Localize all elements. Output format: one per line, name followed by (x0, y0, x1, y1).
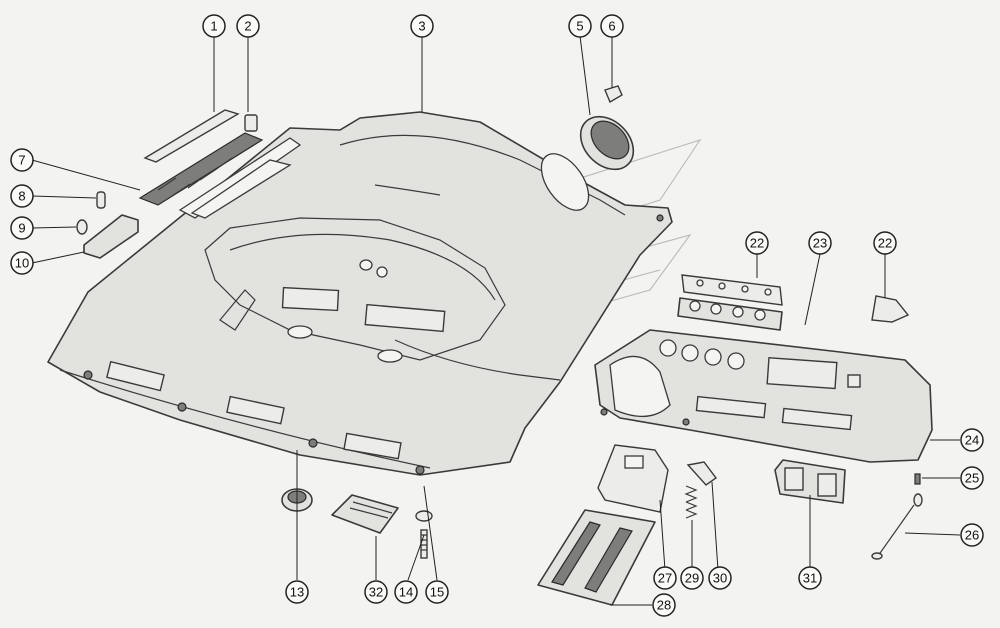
callout-label: 24 (965, 433, 979, 448)
callout-15: 15 (425, 580, 449, 604)
callout-label: 7 (18, 153, 25, 168)
screw-and-wire (871, 473, 923, 560)
lower-small-parts (281, 488, 433, 559)
callout-label: 2 (244, 19, 251, 34)
callout-9: 9 (10, 216, 34, 240)
callout-26: 26 (960, 523, 984, 547)
callout-22-right: 22 (873, 231, 897, 255)
callout-label: 10 (15, 256, 29, 271)
callout-23: 23 (808, 231, 832, 255)
callout-label: 23 (813, 236, 827, 251)
callout-label: 9 (18, 221, 25, 236)
callout-label: 27 (658, 571, 672, 586)
callout-22-left: 22 (745, 231, 769, 255)
callout-32: 32 (364, 580, 388, 604)
switch-block (774, 459, 846, 504)
callout-3: 3 (410, 14, 434, 38)
trim-strip (143, 109, 240, 163)
callout-label: 30 (713, 571, 727, 586)
callout-label: 25 (965, 471, 979, 486)
vent-grille (138, 132, 264, 206)
clip (244, 114, 258, 132)
ashtray-assembly (537, 444, 669, 606)
callout-30: 30 (708, 566, 732, 590)
callout-5: 5 (568, 14, 592, 38)
callout-28: 28 (652, 593, 676, 617)
callout-25: 25 (960, 466, 984, 490)
callout-2: 2 (236, 14, 260, 38)
callout-label: 15 (430, 585, 444, 600)
callout-10: 10 (10, 251, 34, 275)
callout-31: 31 (798, 566, 822, 590)
leader-lines (31, 35, 961, 606)
callout-label: 13 (290, 585, 304, 600)
callout-24: 24 (960, 428, 984, 452)
callout-27: 27 (653, 566, 677, 590)
spring-and-clip (684, 461, 717, 519)
callout-label: 3 (418, 19, 425, 34)
callout-label: 6 (608, 19, 615, 34)
callout-14: 14 (394, 580, 418, 604)
callout-label: 22 (750, 236, 764, 251)
callout-label: 14 (399, 585, 413, 600)
callout-1: 1 (202, 14, 226, 38)
callout-label: 8 (18, 189, 25, 204)
callout-label: 29 (685, 571, 699, 586)
callout-label: 26 (965, 528, 979, 543)
speaker-grille (579, 85, 635, 171)
small-parts-left (76, 191, 139, 259)
switch-plates (677, 274, 910, 331)
callout-13: 13 (285, 580, 309, 604)
callout-7: 7 (10, 148, 34, 172)
callout-29: 29 (680, 566, 704, 590)
callout-6: 6 (600, 14, 624, 38)
callout-label: 31 (803, 571, 817, 586)
dashboard-section (594, 329, 933, 463)
callout-label: 28 (657, 598, 671, 613)
callout-8: 8 (10, 184, 34, 208)
callout-label: 5 (576, 19, 583, 34)
callout-label: 22 (878, 236, 892, 251)
callout-label: 1 (210, 19, 217, 34)
main-trim-panel (47, 111, 673, 476)
callout-label: 32 (369, 585, 383, 600)
